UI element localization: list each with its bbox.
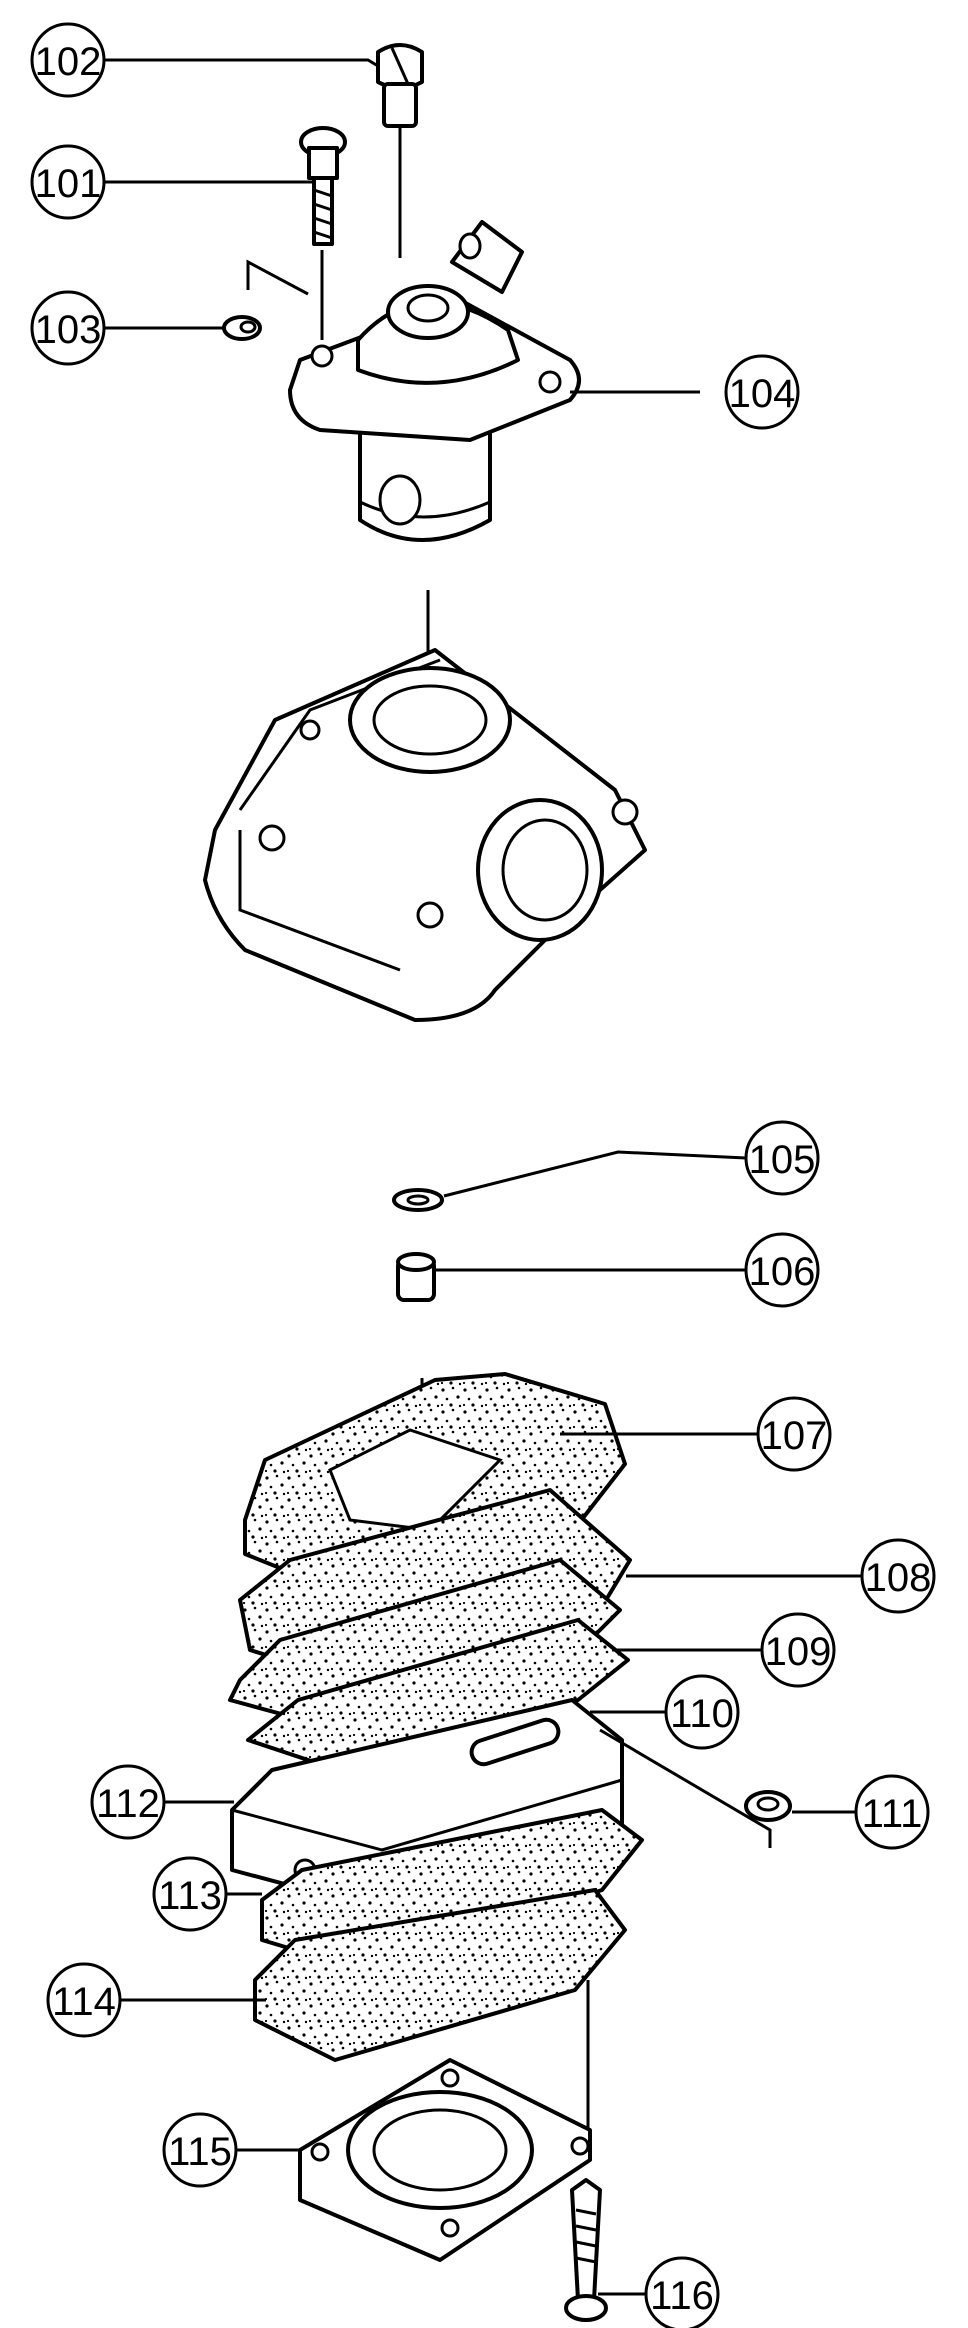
callout-label: 110 [670, 1692, 734, 1736]
callout-label: 107 [761, 1414, 828, 1458]
callout-label: 115 [168, 2130, 232, 2174]
callout-label: 108 [865, 1556, 932, 1600]
part-105-washer [392, 1188, 444, 1212]
callout-label: 106 [749, 1250, 816, 1294]
part-102-adjust-screw [376, 43, 424, 258]
part-115-cover [298, 1980, 592, 2262]
part-101-screw [299, 126, 347, 340]
callout-label: 103 [35, 308, 102, 352]
callout-label: 113 [158, 1874, 222, 1918]
callout-label: 112 [96, 1782, 160, 1826]
callout-103: 103 [30, 290, 106, 366]
callout-109: 109 [760, 1612, 836, 1688]
callout-label: 104 [729, 372, 796, 416]
callout-label: 101 [35, 162, 102, 206]
callout-104: 104 [724, 354, 800, 430]
part-114-gasket [253, 1888, 627, 2062]
callout-label: 114 [52, 1980, 116, 2024]
callout-105: 105 [744, 1120, 820, 1196]
leader-lines [102, 58, 862, 2296]
part-116-screw [564, 2178, 608, 2322]
callout-label: 102 [35, 40, 102, 84]
callout-102: 102 [30, 22, 106, 98]
part-111-nut [599, 1728, 792, 1848]
callout-label: 116 [650, 2274, 714, 2318]
part-109-gasket [228, 1558, 622, 1732]
callout-label: 111 [862, 1792, 923, 1836]
part-104-upper-body [288, 220, 581, 542]
callout-110: 110 [664, 1674, 740, 1750]
callout-113: 113 [152, 1856, 228, 1932]
callout-label: 105 [749, 1138, 816, 1182]
callout-114: 114 [46, 1962, 122, 2038]
callout-108: 108 [860, 1538, 936, 1614]
callout-111: 111 [854, 1774, 930, 1850]
carburetor-body [203, 590, 647, 1022]
callout-112: 112 [90, 1764, 166, 1840]
callout-115: 115 [162, 2112, 238, 2188]
part-103-nut [222, 259, 309, 341]
callout-107: 107 [756, 1396, 832, 1472]
callout-106: 106 [744, 1232, 820, 1308]
callout-101: 101 [30, 144, 106, 220]
callout-116: 116 [644, 2256, 720, 2328]
part-106-jet [396, 1252, 436, 1302]
callout-label: 109 [765, 1630, 832, 1674]
